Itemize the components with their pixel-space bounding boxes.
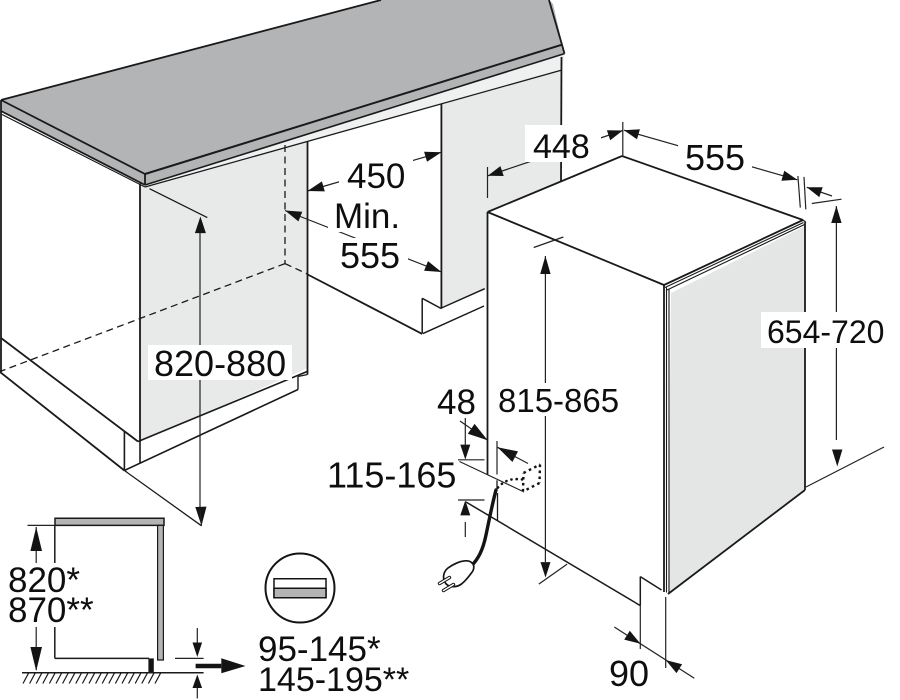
svg-text:870**: 870** <box>8 591 94 630</box>
svg-text:555: 555 <box>685 137 745 178</box>
svg-text:450: 450 <box>347 157 405 196</box>
svg-text:145-195**: 145-195** <box>258 661 409 699</box>
svg-text:Min.: Min. <box>334 197 400 236</box>
svg-text:448: 448 <box>533 128 590 166</box>
svg-text:95-145*: 95-145* <box>258 630 381 669</box>
svg-text:48: 48 <box>437 383 476 422</box>
svg-text:555: 555 <box>340 235 400 276</box>
svg-text:654-720: 654-720 <box>767 314 884 350</box>
svg-text:820*: 820* <box>8 561 80 600</box>
svg-text:90: 90 <box>609 653 649 694</box>
svg-text:815-865: 815-865 <box>498 382 619 419</box>
svg-text:115-165: 115-165 <box>327 455 456 496</box>
svg-text:820-880: 820-880 <box>154 343 286 384</box>
